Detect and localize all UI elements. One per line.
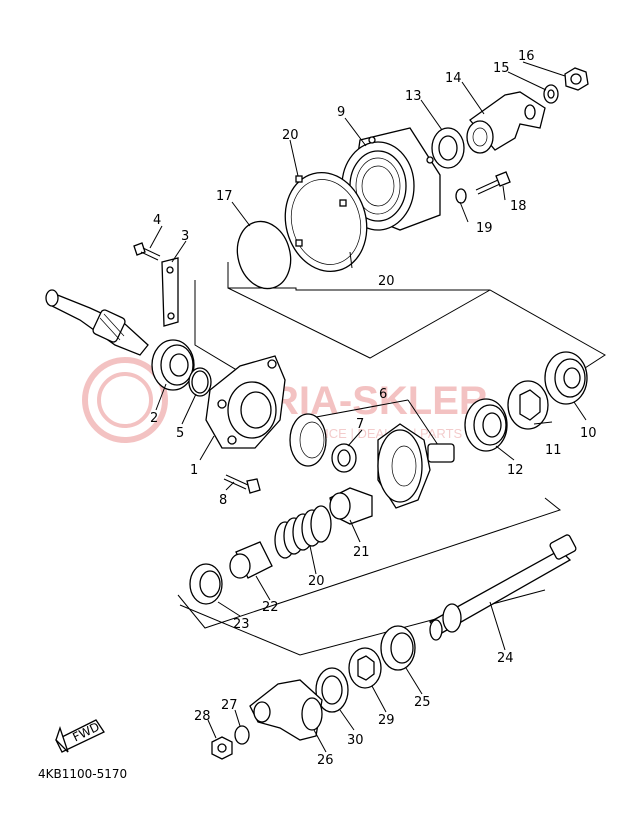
callout-26: 25 [414, 695, 431, 710]
part-2-bearing [151, 339, 195, 391]
callout-labels: 16 15 14 13 9 20 17 18 19 4 3 20 6 2 5 7… [150, 49, 597, 768]
part-19-washer [455, 188, 467, 204]
part-23-spacer [229, 541, 273, 579]
callout-6: 6 [379, 387, 387, 402]
part-4-screw [133, 242, 161, 261]
part-20-gasket [284, 171, 368, 273]
callout-16: 16 [518, 49, 535, 64]
callout-1: 1 [190, 463, 198, 478]
callout-13: 13 [405, 89, 422, 104]
callout-28: 27 [221, 698, 238, 713]
part-15-washer [543, 84, 559, 104]
part-16-nut [564, 67, 589, 91]
callout-5: 5 [176, 426, 184, 441]
callout-18: 18 [510, 199, 527, 214]
callout-8: 8 [219, 493, 227, 508]
callout-12: 12 [507, 463, 524, 478]
part-12-bearing [464, 398, 508, 452]
part-29-nut [211, 736, 233, 760]
callout-14: 14 [445, 71, 462, 86]
callout-20-bottom: 20 [378, 274, 395, 289]
callout-15: 15 [493, 61, 510, 76]
callout-31: 30 [347, 733, 364, 748]
part-6-gear-set [289, 413, 455, 509]
callout-19: 19 [476, 221, 493, 236]
part-10-bearing [544, 351, 588, 405]
part-17-shim [236, 220, 292, 290]
part-18-bolt [475, 171, 511, 195]
part-7-collar [331, 443, 357, 473]
callout-2: 2 [150, 411, 158, 426]
callout-10: 10 [580, 426, 597, 441]
part-11-nut [507, 380, 549, 430]
part-22-cam [329, 487, 373, 525]
part-25-shaft [428, 534, 577, 641]
callout-9: 9 [337, 105, 345, 120]
callout-7: 7 [356, 417, 364, 432]
part-31-seal [315, 667, 349, 713]
part-5-oring [188, 367, 212, 397]
part-28-washer [234, 725, 250, 745]
callout-3: 3 [181, 229, 189, 244]
diagram-code: 4KB1100-5170 [38, 767, 127, 781]
callout-22: 21 [353, 545, 370, 560]
leader-lines [149, 61, 587, 753]
callout-27: 26 [317, 753, 334, 768]
part-8-bolt [223, 474, 261, 494]
part-26-bearing [380, 625, 416, 671]
part-24-bearing [189, 563, 223, 605]
part-30-nut [348, 647, 382, 689]
part-9-housing [341, 127, 441, 231]
part-27-yoke [249, 679, 323, 741]
callout-21: 20 [308, 574, 325, 589]
callout-4: 4 [153, 213, 161, 228]
callout-25: 24 [497, 651, 514, 666]
part-3-plate [161, 257, 179, 327]
callout-29: 28 [194, 709, 211, 724]
callout-20-top: 20 [282, 128, 299, 143]
callout-30: 29 [378, 713, 395, 728]
fwd-arrow-icon: FWD [55, 719, 105, 753]
callout-24: 23 [233, 617, 250, 632]
callout-11: 11 [545, 443, 562, 458]
callout-23: 22 [262, 600, 279, 615]
part-13-seal [431, 127, 465, 169]
input-shaft [45, 289, 149, 356]
part-1-housing [205, 355, 286, 449]
part-21-spring [274, 505, 332, 559]
callout-17: 17 [216, 189, 233, 204]
part-14-yoke [466, 91, 546, 154]
